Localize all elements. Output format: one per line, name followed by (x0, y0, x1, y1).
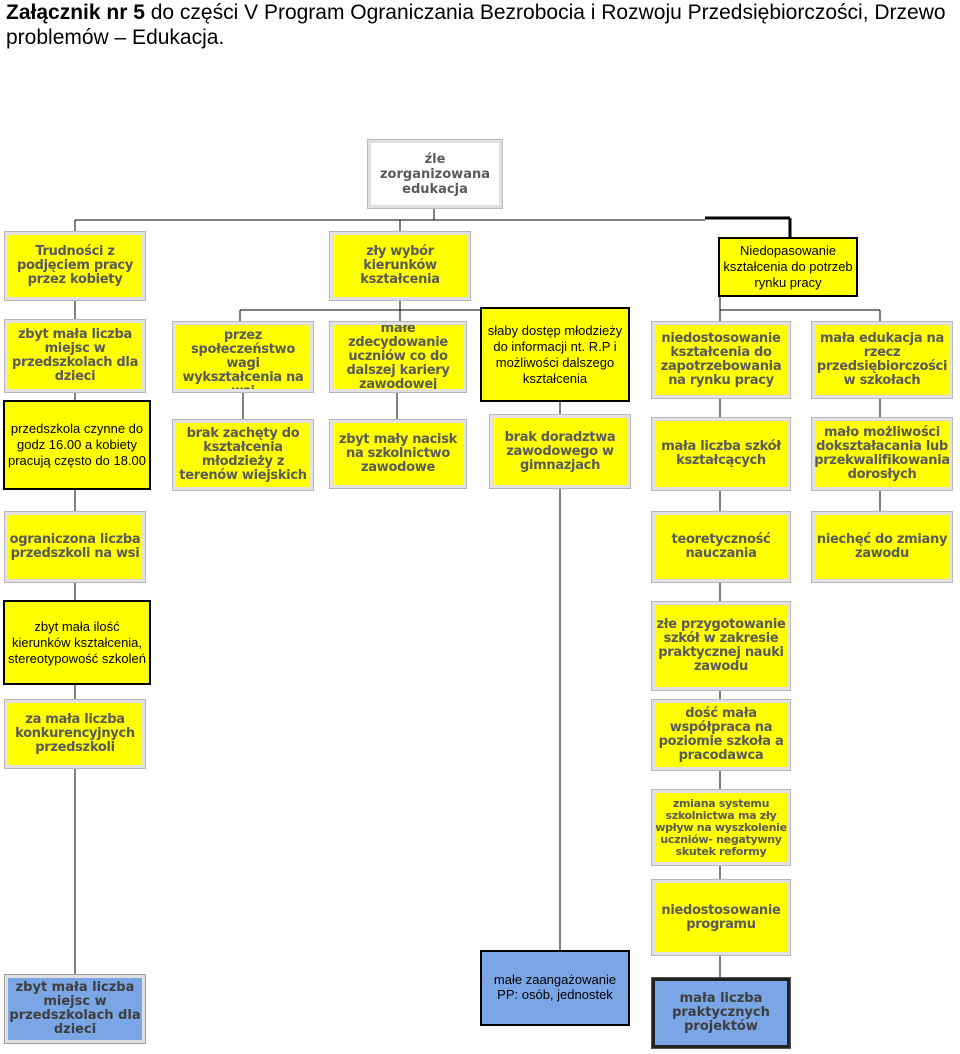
col1-item-3-label: ograniczona liczba przedszkoli na wsi (9, 532, 141, 561)
col1-item-3: ograniczona liczba przedszkoli na wsi (4, 511, 146, 583)
col6-item-3: niechęć do zmiany zawodu (811, 511, 953, 583)
col1-head-label: Trudności z podjęciem pracy przez kobiet… (16, 244, 134, 287)
col5-head: Niedopasowanie kształcenia do potrzeb ry… (718, 237, 858, 297)
col3-item-2-label: zbyt mały nacisk na szkolnictwo zawodowe (338, 432, 457, 475)
col6-item-2: mało możliwości dokształacania lub przek… (811, 417, 953, 491)
col5-item-7: niedostosowanie programu (651, 879, 791, 956)
col6-item-1-label: mała edukacja na rzecz przedsiębiorczośc… (816, 331, 948, 388)
col1-item-1: zbyt mała liczba miejsc w przedszkolach … (4, 319, 146, 393)
col5-item-6-label: zmiana systemu szkolnictwa ma zły wpływ … (655, 796, 787, 858)
col4-item-2-label: brak doradztwa zawodowego w gimnazjach (504, 429, 616, 473)
col5-item-5-label: dość mała współpraca na poziomie szkoła … (658, 706, 784, 763)
col5-item-8: mała liczba praktycznych projektów (651, 977, 791, 1049)
col1-item-2-label: przedszkola czynne do godz 16.00 a kobie… (7, 421, 147, 468)
col3-item-1-label: małe zdecydowanie uczniów co do dalszej … (346, 322, 450, 392)
col2-item-2: brak zachęty do kształcenia młodzieży z … (172, 419, 314, 491)
col5-head-label: Niedopasowanie kształcenia do potrzeb ry… (723, 243, 853, 290)
col5-item-1: niedostosowanie kształcenia do zapotrzeb… (651, 321, 791, 399)
col1-item-5-label: za mała liczba konkurencyjnych przedszko… (15, 712, 135, 755)
col3-head: zły wybór kierunków kształcenia (329, 231, 471, 301)
col1-head: Trudności z podjęciem pracy przez kobiet… (4, 231, 146, 301)
col5-item-4: złe przygotowanie szkół w zakresie prakt… (651, 601, 791, 691)
col1-item-6-label: zbyt mała liczba miejsc w przedszkolach … (9, 980, 141, 1037)
col1-item-2: przedszkola czynne do godz 16.00 a kobie… (3, 400, 151, 490)
col1-item-1-label: zbyt mała liczba miejsc w przedszkolach … (11, 327, 139, 384)
col4-item-3-label: małe zaangażowanie PP: osób, jednostek (493, 972, 617, 1002)
col5-item-7-label: niedostosowanie programu (661, 902, 781, 932)
col3-item-1: małe zdecydowanie uczniów co do dalszej … (329, 321, 467, 393)
col4-item-3: małe zaangażowanie PP: osób, jednostek (480, 950, 630, 1026)
root-node: źle zorganizowana edukacja (367, 139, 503, 209)
col2-item-1-label: niedocenianie przez społeczeństwo wagi w… (182, 325, 304, 392)
col1-item-5: za mała liczba konkurencyjnych przedszko… (4, 699, 146, 769)
col2-item-1: niedocenianie przez społeczeństwo wagi w… (172, 321, 314, 393)
title-rest: do części V Program Ograniczania Bezrobo… (6, 1, 946, 49)
col6-item-1: mała edukacja na rzecz przedsiębiorczośc… (811, 321, 953, 399)
col5-item-2: mała liczba szkół kształcących (651, 417, 791, 491)
title-bold: Załącznik nr 5 (6, 1, 145, 24)
document-title: Załącznik nr 5 do części V Program Ogran… (6, 0, 956, 50)
col5-item-3-label: teoretyczność nauczania (671, 532, 771, 561)
col6-item-2-label: mało możliwości dokształacania lub przek… (814, 425, 950, 482)
col5-item-6: zmiana systemu szkolnictwa ma zły wpływ … (651, 789, 791, 866)
col5-item-2-label: mała liczba szkół kształcących (661, 439, 781, 468)
col6-item-3-label: niechęć do zmiany zawodu (816, 532, 948, 561)
col4-item-2: brak doradztwa zawodowego w gimnazjach (489, 414, 631, 489)
col2-item-2-label: brak zachęty do kształcenia młodzieży z … (179, 426, 307, 483)
col5-item-3: teoretyczność nauczania (651, 511, 791, 583)
col4-item-1: słaby dostęp młodzieży do informacji nt.… (480, 307, 630, 402)
col5-item-5: dość mała współpraca na poziomie szkoła … (651, 699, 791, 771)
col1-item-4: zbyt mała ilość kierunków kształcenia, s… (3, 600, 151, 685)
col5-item-4-label: złe przygotowanie szkół w zakresie prakt… (656, 617, 786, 674)
col3-head-label: zły wybór kierunków kształcenia (360, 244, 440, 287)
col1-item-4-label: zbyt mała ilość kierunków kształcenia, s… (7, 618, 146, 666)
col5-item-1-label: niedostosowanie kształcenia do zapotrzeb… (660, 331, 782, 388)
col3-item-2: zbyt mały nacisk na szkolnictwo zawodowe (329, 419, 467, 489)
col5-item-8-label: mała liczba praktycznych projektów (672, 991, 770, 1034)
root-label: źle zorganizowana edukacja (379, 151, 490, 197)
col1-item-6: zbyt mała liczba miejsc w przedszkolach … (4, 974, 146, 1044)
col4-item-1-label: słaby dostęp młodzieży do informacji nt.… (487, 322, 623, 386)
